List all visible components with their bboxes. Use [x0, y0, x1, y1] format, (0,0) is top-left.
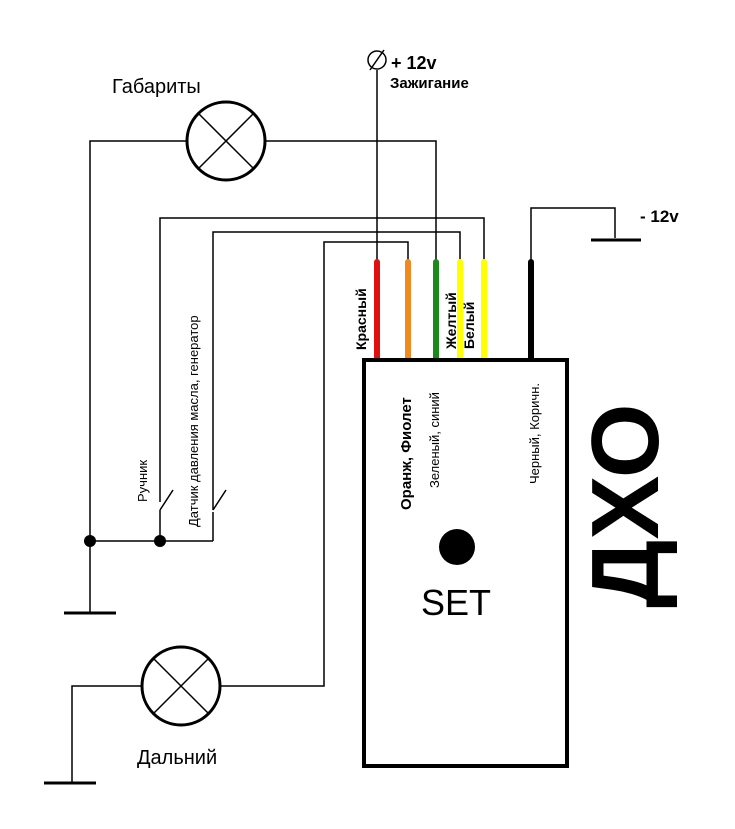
- junction-dot: [154, 535, 166, 547]
- handbrake-switch-label: Ручник: [135, 460, 150, 502]
- set-button[interactable]: [439, 529, 475, 565]
- high-beam-label: Дальний: [137, 747, 217, 769]
- plus-12v-label: + 12v: [391, 53, 437, 73]
- minus-12v-label: - 12v: [640, 207, 679, 226]
- ignition-terminal: [367, 49, 387, 71]
- dho-module-box: [362, 358, 569, 768]
- wire-orange-label: Оранж, Фиолет: [398, 397, 415, 510]
- wire-green-label: Зеленый, синий: [427, 392, 442, 488]
- parking-lamp-label: Габариты: [112, 76, 201, 98]
- high-beam-lamp-icon: [140, 645, 222, 727]
- wire-yellow-label: Желтый: [443, 292, 459, 350]
- ignition-label: Зажигание: [390, 75, 469, 92]
- wire-red-label: Красный: [353, 288, 369, 350]
- junction-dot: [84, 535, 96, 547]
- wire-white-label: Белый: [461, 302, 477, 349]
- parking-lamp-icon: [185, 100, 267, 182]
- oil-sensor-switch-label: Датчик давления масла, генератор: [186, 315, 201, 527]
- set-button-label: SET: [421, 582, 491, 623]
- wire-black-label: Черный, Коричн.: [527, 383, 542, 484]
- module-name: ДХО: [572, 403, 679, 608]
